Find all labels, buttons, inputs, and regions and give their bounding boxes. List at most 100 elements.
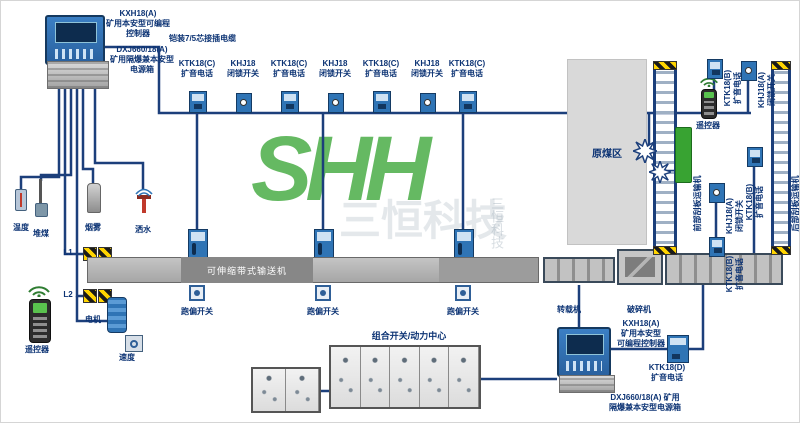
rear-scraper-conveyor-label: 后部刮板运输机 bbox=[791, 175, 800, 232]
cabinet-panel bbox=[390, 347, 420, 407]
lock-switch-device bbox=[328, 93, 344, 113]
line1-label: L1 bbox=[63, 248, 73, 257]
remote-control-icon bbox=[29, 299, 51, 343]
device-label: KHJ18 闭锁开关 bbox=[411, 59, 443, 78]
front-scraper-conveyor-label: 前部刮板运输机 bbox=[693, 175, 702, 232]
cabinet-panel bbox=[449, 347, 479, 407]
spray-nozzle-icon bbox=[135, 188, 153, 213]
cabinet-panel bbox=[331, 347, 361, 407]
cabinet-panel bbox=[286, 369, 319, 411]
combo-switch-label: 组合开关/动力中心 bbox=[371, 331, 447, 341]
transfer-machine-label: 转载机 bbox=[557, 305, 581, 314]
belt-phone-station bbox=[314, 229, 334, 259]
cabinet-panel bbox=[360, 347, 391, 407]
lock-switch-device bbox=[709, 183, 725, 203]
lock-switch-device bbox=[741, 61, 757, 81]
raw-coal-area-label: 原煤区 bbox=[592, 148, 622, 160]
device-label: KTK18(C) 扩音电话 bbox=[448, 59, 486, 78]
lock-switch-device bbox=[420, 93, 436, 113]
deviation-switch-label: 跑偏开关 bbox=[181, 307, 213, 316]
smoke-sensor-icon bbox=[87, 183, 101, 213]
device-label: KTK18(B) 扩音电话 bbox=[723, 69, 742, 107]
device-label: KHJ18(A) 闭锁开关 bbox=[757, 72, 776, 109]
loudspeaker-phone-device bbox=[281, 91, 299, 113]
cabinet-panel bbox=[253, 369, 286, 411]
belt-conveyor-label: 可伸缩带式输送机 bbox=[206, 265, 287, 276]
plc-controller-label: KXH18(A) 矿用本安型 可编程控制器 bbox=[617, 319, 665, 348]
hazard-stripe-block bbox=[83, 289, 97, 303]
hazard-stripe-block bbox=[653, 61, 677, 70]
speed-label: 速度 bbox=[119, 353, 135, 362]
line2-label: L2 bbox=[63, 290, 73, 299]
plc-controller-device bbox=[557, 327, 611, 377]
deviation-switch-label: 跑偏开关 bbox=[307, 307, 339, 316]
burst-star-icon bbox=[633, 139, 657, 163]
loudspeaker-phone-device bbox=[747, 147, 763, 167]
lock-switch-device bbox=[236, 93, 252, 113]
front-scraper-conveyor bbox=[653, 61, 677, 255]
device-label: KHJ18 闭锁开关 bbox=[227, 59, 259, 78]
hazard-stripe-block bbox=[771, 61, 791, 70]
hazard-stripe-block bbox=[653, 246, 677, 255]
power-supply-label: DXJ660/18(A) 矿用隔爆兼本安型 电源箱 bbox=[110, 45, 174, 74]
belt-deviation-switch bbox=[455, 285, 471, 301]
company-logo-watermark: SHH bbox=[251, 118, 431, 220]
temperature-sensor-icon bbox=[15, 189, 27, 211]
belt-conveyor-name-segment: 可伸缩带式输送机 bbox=[181, 257, 313, 283]
signal-unit bbox=[675, 127, 692, 183]
coal-pile-label: 堆煤 bbox=[33, 229, 49, 238]
loudspeaker-phone-device bbox=[707, 59, 723, 79]
company-name-vertical-watermark: 三恒科技 bbox=[489, 197, 504, 249]
loudspeaker-phone-device bbox=[459, 91, 477, 113]
speed-sensor-icon bbox=[125, 335, 143, 352]
temperature-label: 温度 bbox=[13, 223, 29, 232]
hazard-stripe-block bbox=[771, 246, 791, 255]
power-center-cabinet bbox=[329, 345, 481, 409]
remote-label: 遥控器 bbox=[696, 121, 720, 130]
loudspeaker-phone-device bbox=[373, 91, 391, 113]
controller-screen bbox=[566, 333, 604, 355]
spray-label: 洒水 bbox=[135, 225, 151, 234]
controller-keypad bbox=[54, 49, 96, 60]
armored-cable-label: 铠装7/5芯接插电缆 bbox=[169, 34, 237, 43]
motor-icon bbox=[107, 297, 127, 333]
transfer-machine bbox=[543, 257, 615, 283]
loudspeaker-phone-device bbox=[189, 91, 207, 113]
coal-pile-sensor-icon bbox=[35, 179, 48, 217]
rear-scraper-conveyor bbox=[771, 61, 791, 255]
device-label: KHJ18 闭锁开关 bbox=[319, 59, 351, 78]
power-supply-box bbox=[559, 375, 615, 393]
device-label: KTK18(C) 扩音电话 bbox=[362, 59, 400, 78]
belt-deviation-switch bbox=[189, 285, 205, 301]
remote-control-icon bbox=[701, 89, 717, 119]
belt-deviation-switch bbox=[315, 285, 331, 301]
belt-conveyor-segment bbox=[439, 258, 538, 282]
controller-keypad bbox=[566, 361, 602, 372]
device-label: KTK18(B) 扩音电话 bbox=[745, 183, 764, 221]
controller-screen bbox=[54, 21, 98, 43]
plc-controller-label: KXH18(A) 矿用本安型可编程 控制器 bbox=[106, 9, 170, 38]
smoke-label: 烟雾 bbox=[85, 223, 101, 232]
device-label: KHJ18(A) 闭锁开关 bbox=[725, 198, 744, 235]
belt-phone-station bbox=[188, 229, 208, 259]
burst-star-icon bbox=[649, 161, 671, 183]
scraper-loading-strip bbox=[665, 253, 783, 285]
crusher-machine bbox=[617, 249, 663, 285]
loudspeaker-phone-device bbox=[667, 335, 689, 363]
power-supply-label: DXJ660/18(A) 矿用 隔爆兼本安型电源箱 bbox=[609, 393, 681, 412]
crusher-label: 破碎机 bbox=[627, 305, 651, 314]
loudspeaker-phone-device bbox=[709, 237, 725, 257]
device-label: KTK18(B) 扩音电话 bbox=[725, 255, 744, 293]
company-name-watermark: 三恒科技 bbox=[339, 197, 508, 244]
deviation-switch-label: 跑偏开关 bbox=[447, 307, 479, 316]
flameproof-cabinet bbox=[251, 367, 321, 413]
wifi-icon bbox=[28, 286, 50, 297]
plc-controller-device bbox=[45, 15, 105, 65]
cabinet-panel bbox=[419, 347, 450, 407]
device-label: KTK18(C) 扩音电话 bbox=[178, 59, 216, 78]
motor-label: 电机 bbox=[85, 315, 101, 324]
belt-phone-station bbox=[454, 229, 474, 259]
remote-label: 遥控器 bbox=[25, 345, 49, 354]
power-supply-box bbox=[47, 61, 109, 89]
